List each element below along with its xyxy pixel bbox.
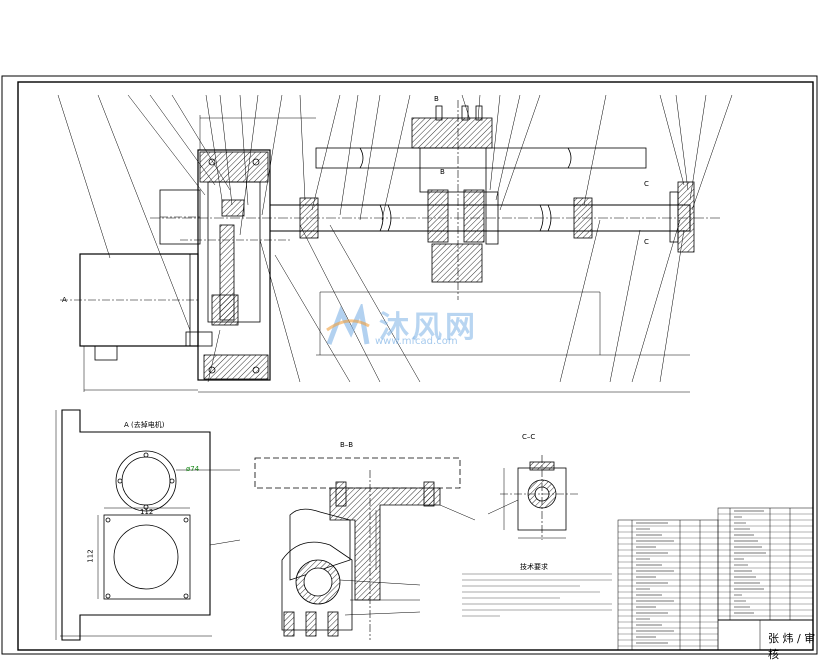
view-marker-a: A <box>62 296 67 304</box>
dim-112-a: 112 <box>140 508 154 516</box>
signature-handwriting: 张 炜 / 审核 <box>768 632 816 661</box>
view-a <box>55 409 241 641</box>
cut-marker-b-top: B <box>434 95 439 103</box>
section-cc-title: C–C <box>522 433 536 441</box>
notes-title: 技术要求 <box>520 563 548 571</box>
dim-phi74: ø74 <box>186 465 200 473</box>
gearbox-housing <box>197 149 271 381</box>
watermark-logo-icon <box>326 304 370 345</box>
notes-lines <box>462 573 612 617</box>
dim-112-b: 112 <box>86 549 95 563</box>
cut-marker-c-top: C <box>644 180 649 188</box>
watermark-brand: 沐风网 <box>379 310 478 345</box>
outer-frame <box>1 75 818 655</box>
guide-rail <box>315 147 647 169</box>
section-bb <box>254 457 476 640</box>
watermark-url: www.mfcad.com <box>375 336 458 347</box>
parts-list-rows <box>618 513 813 647</box>
view-a-title: A (去掉电机) <box>124 421 165 429</box>
parts-list-text <box>636 510 766 644</box>
motor <box>79 253 199 347</box>
watermark: 沐风网 www.mfcad.com <box>325 302 505 352</box>
cut-marker-b-mid: B <box>440 168 445 176</box>
section-cc <box>487 455 580 540</box>
carriage <box>411 100 499 300</box>
inner-frame <box>17 81 814 651</box>
section-bb-title: B–B <box>340 441 354 449</box>
parts-list <box>617 507 814 651</box>
leader-lines <box>57 94 733 383</box>
cut-marker-c-bottom: C <box>644 238 649 246</box>
